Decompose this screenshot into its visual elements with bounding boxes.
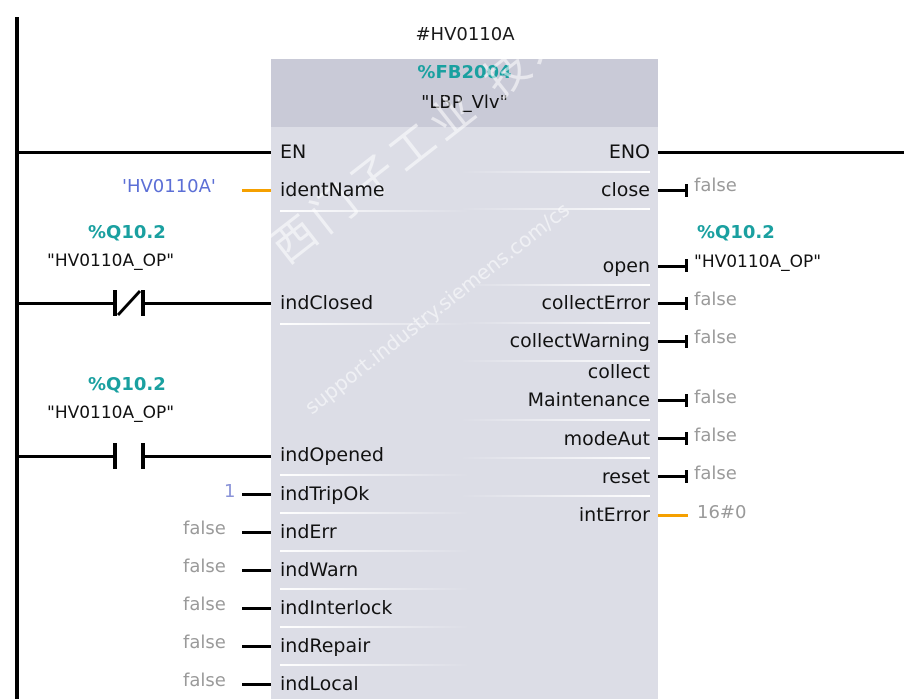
output-stub-end (685, 432, 688, 445)
pin-collectwarning[interactable]: collectWarning (509, 330, 650, 352)
pin-inderr[interactable]: indErr (280, 521, 337, 543)
indlocal-value[interactable]: false (183, 670, 226, 691)
identname-wire (242, 189, 271, 192)
pin-indinterlock[interactable]: indInterlock (280, 597, 393, 619)
pin-en[interactable]: EN (280, 141, 307, 163)
function-block-header[interactable] (271, 59, 658, 127)
inderr-value[interactable]: false (183, 518, 226, 539)
pin-separator (280, 588, 470, 590)
pin-separator (280, 512, 470, 514)
pin-separator (460, 419, 650, 421)
modeaut-wire (658, 437, 686, 440)
left-power-rail (15, 17, 19, 699)
nc-contact-right-bar (141, 290, 145, 316)
pin-indclosed[interactable]: indClosed (280, 292, 374, 314)
output-stub-end (685, 184, 688, 197)
indtripok-value[interactable]: 1 (224, 481, 236, 502)
pin-indopened[interactable]: indOpened (280, 444, 384, 466)
pin-indwarn[interactable]: indWarn (280, 559, 359, 581)
pin-indrepair[interactable]: indRepair (280, 635, 371, 657)
indopened-contact-address[interactable]: %Q10.2 (88, 374, 166, 395)
pin-indtripok[interactable]: indTripOk (280, 483, 370, 505)
eno-rung-wire (658, 151, 904, 154)
close-value[interactable]: false (694, 175, 737, 196)
function-block[interactable] (271, 59, 658, 699)
indclosed-wire-left (15, 302, 113, 305)
indlocal-wire (242, 683, 271, 686)
output-stub-end (685, 297, 688, 310)
pin-separator (460, 171, 650, 173)
collectmaintenance-value[interactable]: false (694, 387, 737, 408)
pin-collectmaintenance[interactable]: Maintenance (527, 389, 650, 411)
pin-identname[interactable]: identName (280, 179, 385, 201)
open-coil-address[interactable]: %Q10.2 (697, 222, 775, 243)
indclosed-contact-address[interactable]: %Q10.2 (88, 222, 166, 243)
indrepair-value[interactable]: false (183, 632, 226, 653)
pin-separator (460, 322, 650, 324)
fb-number: %FB2004 (417, 62, 512, 83)
indclosed-contact-tag[interactable]: "HV0110A_OP" (47, 251, 175, 271)
pin-separator (460, 495, 650, 497)
open-wire (658, 265, 686, 268)
pin-reset[interactable]: reset (601, 466, 650, 488)
interror-value[interactable]: 16#0 (697, 502, 747, 523)
identname-value[interactable]: 'HV0110A' (122, 176, 216, 197)
reset-wire (658, 475, 686, 478)
close-wire (658, 189, 686, 192)
pin-open[interactable]: open (602, 255, 650, 277)
indwarn-wire (242, 569, 271, 572)
indinterlock-wire (242, 607, 271, 610)
open-coil-tag[interactable]: "HV0110A_OP" (694, 252, 822, 272)
no-contact-right-bar[interactable] (141, 443, 145, 469)
modeaut-value[interactable]: false (694, 425, 737, 446)
pin-separator (280, 474, 470, 476)
output-stub-end (685, 470, 688, 483)
collecterror-wire (658, 302, 686, 305)
collectmaintenance-wire (658, 399, 686, 402)
nc-contact-left-bar (113, 290, 117, 316)
pin-collectmaintenance-line1[interactable]: collect (587, 361, 650, 383)
pin-close[interactable]: close (601, 179, 650, 201)
interror-wire (658, 514, 688, 517)
indopened-contact-tag[interactable]: "HV0110A_OP" (47, 403, 175, 423)
pin-collecterror[interactable]: collectError (541, 292, 650, 314)
indwarn-value[interactable]: false (183, 556, 226, 577)
pin-separator (460, 457, 650, 459)
pin-modeaut[interactable]: modeAut (563, 428, 650, 450)
output-stub-end (685, 394, 688, 407)
inderr-wire (242, 531, 271, 534)
pin-separator (280, 210, 470, 212)
pin-separator (460, 360, 650, 362)
pin-separator (280, 550, 470, 552)
pin-interror[interactable]: intError (578, 504, 650, 526)
reset-value[interactable]: false (694, 463, 737, 484)
pin-separator (280, 626, 470, 628)
en-rung-wire (15, 151, 271, 154)
instance-db-label[interactable]: #HV0110A (415, 24, 515, 45)
pin-indlocal[interactable]: indLocal (280, 673, 359, 695)
pin-separator (460, 284, 650, 286)
indinterlock-value[interactable]: false (183, 594, 226, 615)
pin-separator (280, 323, 470, 325)
no-contact-left-bar[interactable] (113, 443, 117, 469)
pin-separator (460, 208, 650, 210)
output-stub-end (685, 335, 688, 348)
indopened-wire-right (145, 455, 271, 458)
collectwarning-value[interactable]: false (694, 327, 737, 348)
indopened-wire-left (15, 455, 113, 458)
collecterror-value[interactable]: false (694, 289, 737, 310)
fb-name: "LBP_Vlv" (421, 92, 508, 113)
normally-closed-contact-icon[interactable] (113, 288, 147, 318)
collectwarning-wire (658, 340, 686, 343)
indrepair-wire (242, 645, 271, 648)
output-stub-end (685, 259, 688, 272)
indclosed-wire-right (145, 302, 271, 305)
pin-eno[interactable]: ENO (608, 141, 650, 163)
pin-separator (280, 664, 470, 666)
indtripok-wire (242, 493, 271, 496)
